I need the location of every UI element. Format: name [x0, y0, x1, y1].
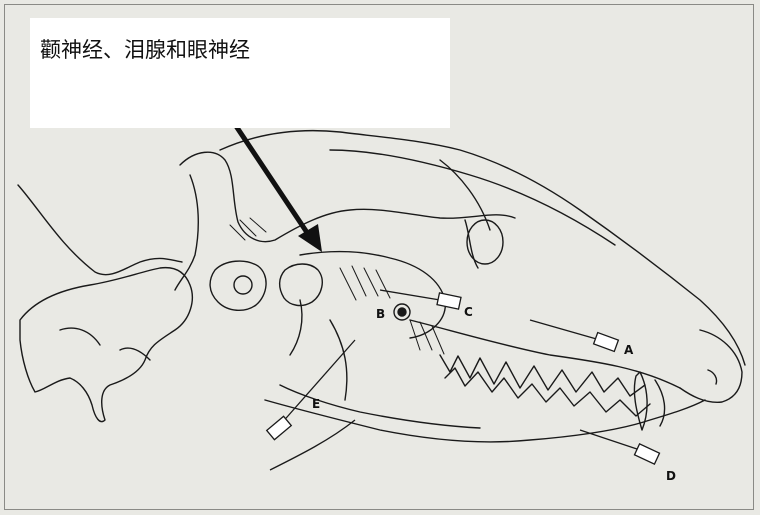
condyle-process	[280, 264, 323, 305]
zygomatic-arch	[300, 252, 445, 338]
label-e: E	[312, 397, 320, 411]
needle-c	[380, 290, 461, 309]
tympanic-bulla	[210, 261, 266, 310]
upper-teeth	[440, 355, 645, 396]
occipital-outline	[180, 152, 515, 241]
label-c: C	[464, 305, 473, 319]
needle-d	[580, 430, 660, 464]
upper-jaw-outline	[410, 320, 680, 388]
needle-e	[267, 340, 355, 440]
pointer-arrow	[232, 120, 322, 252]
needle-a	[530, 320, 618, 351]
nose-outline	[680, 330, 742, 402]
label-d: D	[666, 469, 676, 483]
orbit-outline	[467, 220, 503, 264]
lower-teeth	[445, 368, 650, 416]
vertebra-outline	[18, 185, 182, 275]
label-a: A	[624, 343, 634, 357]
figure-caption: 颧神经、泪腺和眼神经	[40, 34, 250, 64]
label-b: B	[376, 307, 385, 321]
caption-box: 颧神经、泪腺和眼神经	[30, 18, 450, 128]
atlas-outline	[20, 268, 192, 422]
skull-dorsal-outline	[220, 131, 745, 365]
